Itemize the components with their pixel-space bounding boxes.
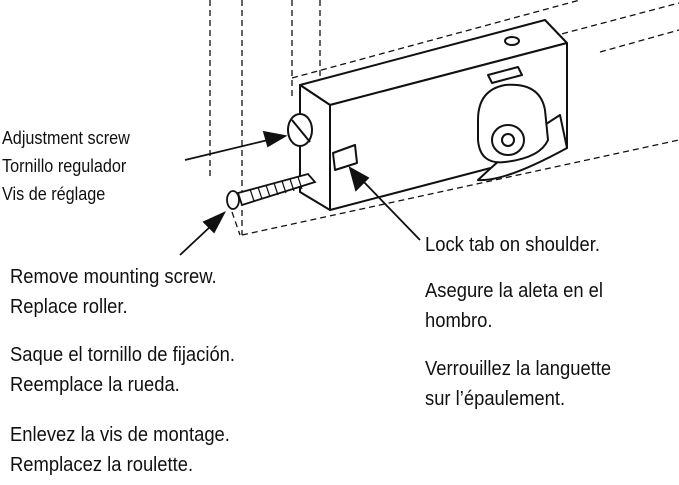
lock-tab-label-es-line1: Asegure la aleta en el [425,280,603,302]
adjustment-screw-label: Adjustment screw Tornillo regulador Vis … [2,124,130,208]
mounting-screw-label-fr-line1: Enlevez la vis de montage. [10,424,230,446]
mounting-screw-head [226,190,240,210]
axle-bushing-inner [501,133,515,147]
mounting-screw-label-es-line2: Reemplace la rueda. [10,374,180,396]
lock-tab [332,144,358,171]
housing-top-hole [504,36,520,46]
mounting-screw-label-es: Saque el tornillo de fijación. Reemplace… [10,340,235,400]
lock-tab-label-es-line2: hombro. [425,310,493,332]
roller-housing [287,19,568,211]
mounting-screw [226,172,317,210]
lock-tab-label-en: Lock tab on shoulder. [425,234,600,256]
lock-tab-label-fr-line1: Verrouillez la languette [425,358,612,380]
adjustment-screw-slot [291,119,311,143]
mounting-screw-threads [249,176,303,202]
mounting-screw-label-fr: Enlevez la vis de montage. Remplacez la … [10,420,230,480]
adjustment-screw-label-en: Adjustment screw [2,128,130,148]
lock-tab-label-es: Asegure la aleta en el hombro. [425,276,603,336]
mounting-screw-label-en-line2: Replace roller. [10,296,128,318]
callout-arrows [179,130,421,256]
adjustment-screw-label-fr: Vis de réglage [2,184,106,204]
mounting-screw-arrowhead [202,211,227,234]
housing-front-face [299,84,331,211]
lock-tab-arrowhead [348,166,370,192]
adjustment-screw-label-es: Tornillo regulador [2,156,127,176]
mounting-screw-label-es-line1: Saque el tornillo de fijación. [10,344,236,366]
mounting-screw-label-en: Remove mounting screw. Replace roller. [10,262,217,322]
lock-tab-label-fr: Verrouillez la languette sur l’épaulemen… [425,354,611,414]
mounting-screw-arrow-line [179,224,213,256]
housing-top-slot [487,66,523,84]
mounting-screw-label-fr-line2: Remplacez la roulette. [10,454,194,476]
lock-tab-label-fr-line2: sur l’épaulement. [425,388,566,410]
lock-tab-arrow-line [361,179,421,241]
mounting-screw-label-en-line1: Remove mounting screw. [10,266,217,288]
adjustment-screw-arrowhead [262,130,288,148]
adjustment-screw-arrow-line [184,139,269,161]
